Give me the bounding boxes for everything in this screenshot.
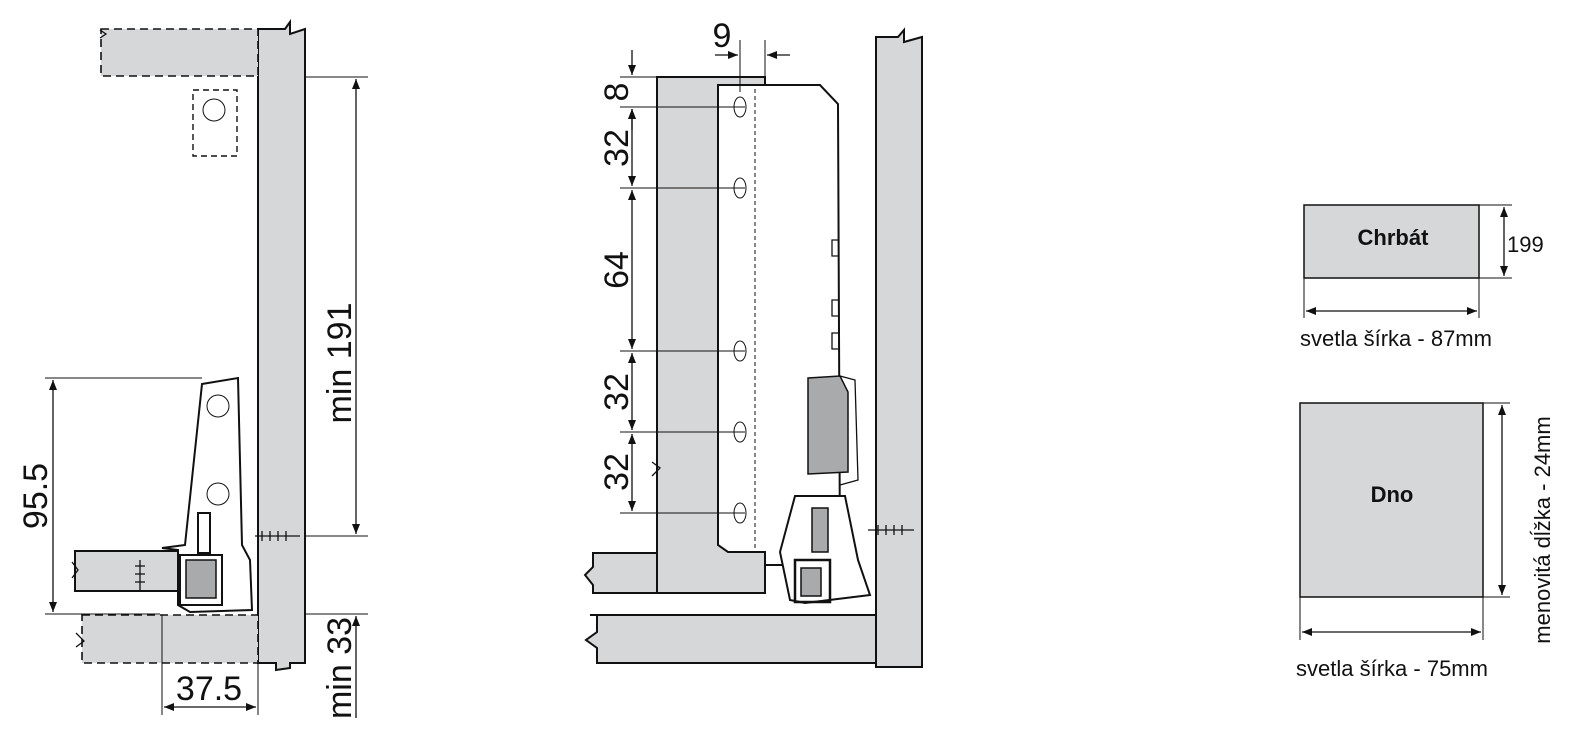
dim-label-8: 8 <box>598 83 636 102</box>
dim-label-95-5: 95.5 <box>17 463 55 529</box>
bottom-board-dashed <box>81 614 259 664</box>
screw-horizontal-left <box>255 531 300 541</box>
drawer-bottom-board-middle <box>583 552 658 594</box>
clip-block-middle <box>793 558 832 604</box>
hole-marker-dashed <box>192 89 238 157</box>
runner-block <box>807 375 849 475</box>
bottom-panel-spec: Dno menovitá dĺžka - 24mm svetla šírka -… <box>1296 402 1555 681</box>
back-panel-spec: Chrbát 199 svetla šírka - 87mm <box>1300 204 1544 351</box>
drawer-bottom-board-left <box>74 550 186 592</box>
dim-label-back-width: svetla šírka - 87mm <box>1300 326 1492 351</box>
left-view: 95.5 37.5 min 191 min 33 <box>17 18 368 719</box>
top-shelf-dashed <box>100 28 259 77</box>
hole-circle <box>202 98 226 122</box>
dim-label-32-c: 32 <box>598 453 636 491</box>
back-panel-label: Chrbát <box>1358 225 1430 250</box>
bottom-panel-rect <box>1299 402 1484 598</box>
back-panel-rect <box>1303 204 1480 279</box>
vertical-bracket-profile <box>717 84 842 566</box>
dim-label-64: 64 <box>598 251 636 289</box>
cabinet-side-panel-left <box>257 18 306 672</box>
dim-label-bottom-width: svetla šírka - 75mm <box>1296 656 1488 681</box>
clip-block-left <box>185 559 217 599</box>
dim-label-32-a: 32 <box>598 129 636 167</box>
dim-label-199: 199 <box>1507 232 1544 257</box>
bracket-hole-bottom <box>206 482 230 506</box>
cabinet-side-panel-middle <box>875 27 923 668</box>
middle-view: 8 32 64 32 32 9 <box>583 17 923 668</box>
dim-label-min-33: min 33 <box>321 617 359 719</box>
bottom-panel-label: Dno <box>1371 482 1414 507</box>
bottom-shelf-middle <box>584 614 877 664</box>
dim-label-9: 9 <box>713 17 732 55</box>
dim-label-min-191: min 191 <box>321 303 359 424</box>
dim-label-37-5: 37.5 <box>176 670 242 708</box>
screw-horizontal-middle <box>868 525 914 535</box>
bracket-hole-top <box>206 394 230 418</box>
dim-label-bottom-length: menovitá dĺžka - 24mm <box>1530 416 1555 643</box>
screw-vertical-left <box>135 560 145 592</box>
dim-label-32-b: 32 <box>598 373 636 411</box>
